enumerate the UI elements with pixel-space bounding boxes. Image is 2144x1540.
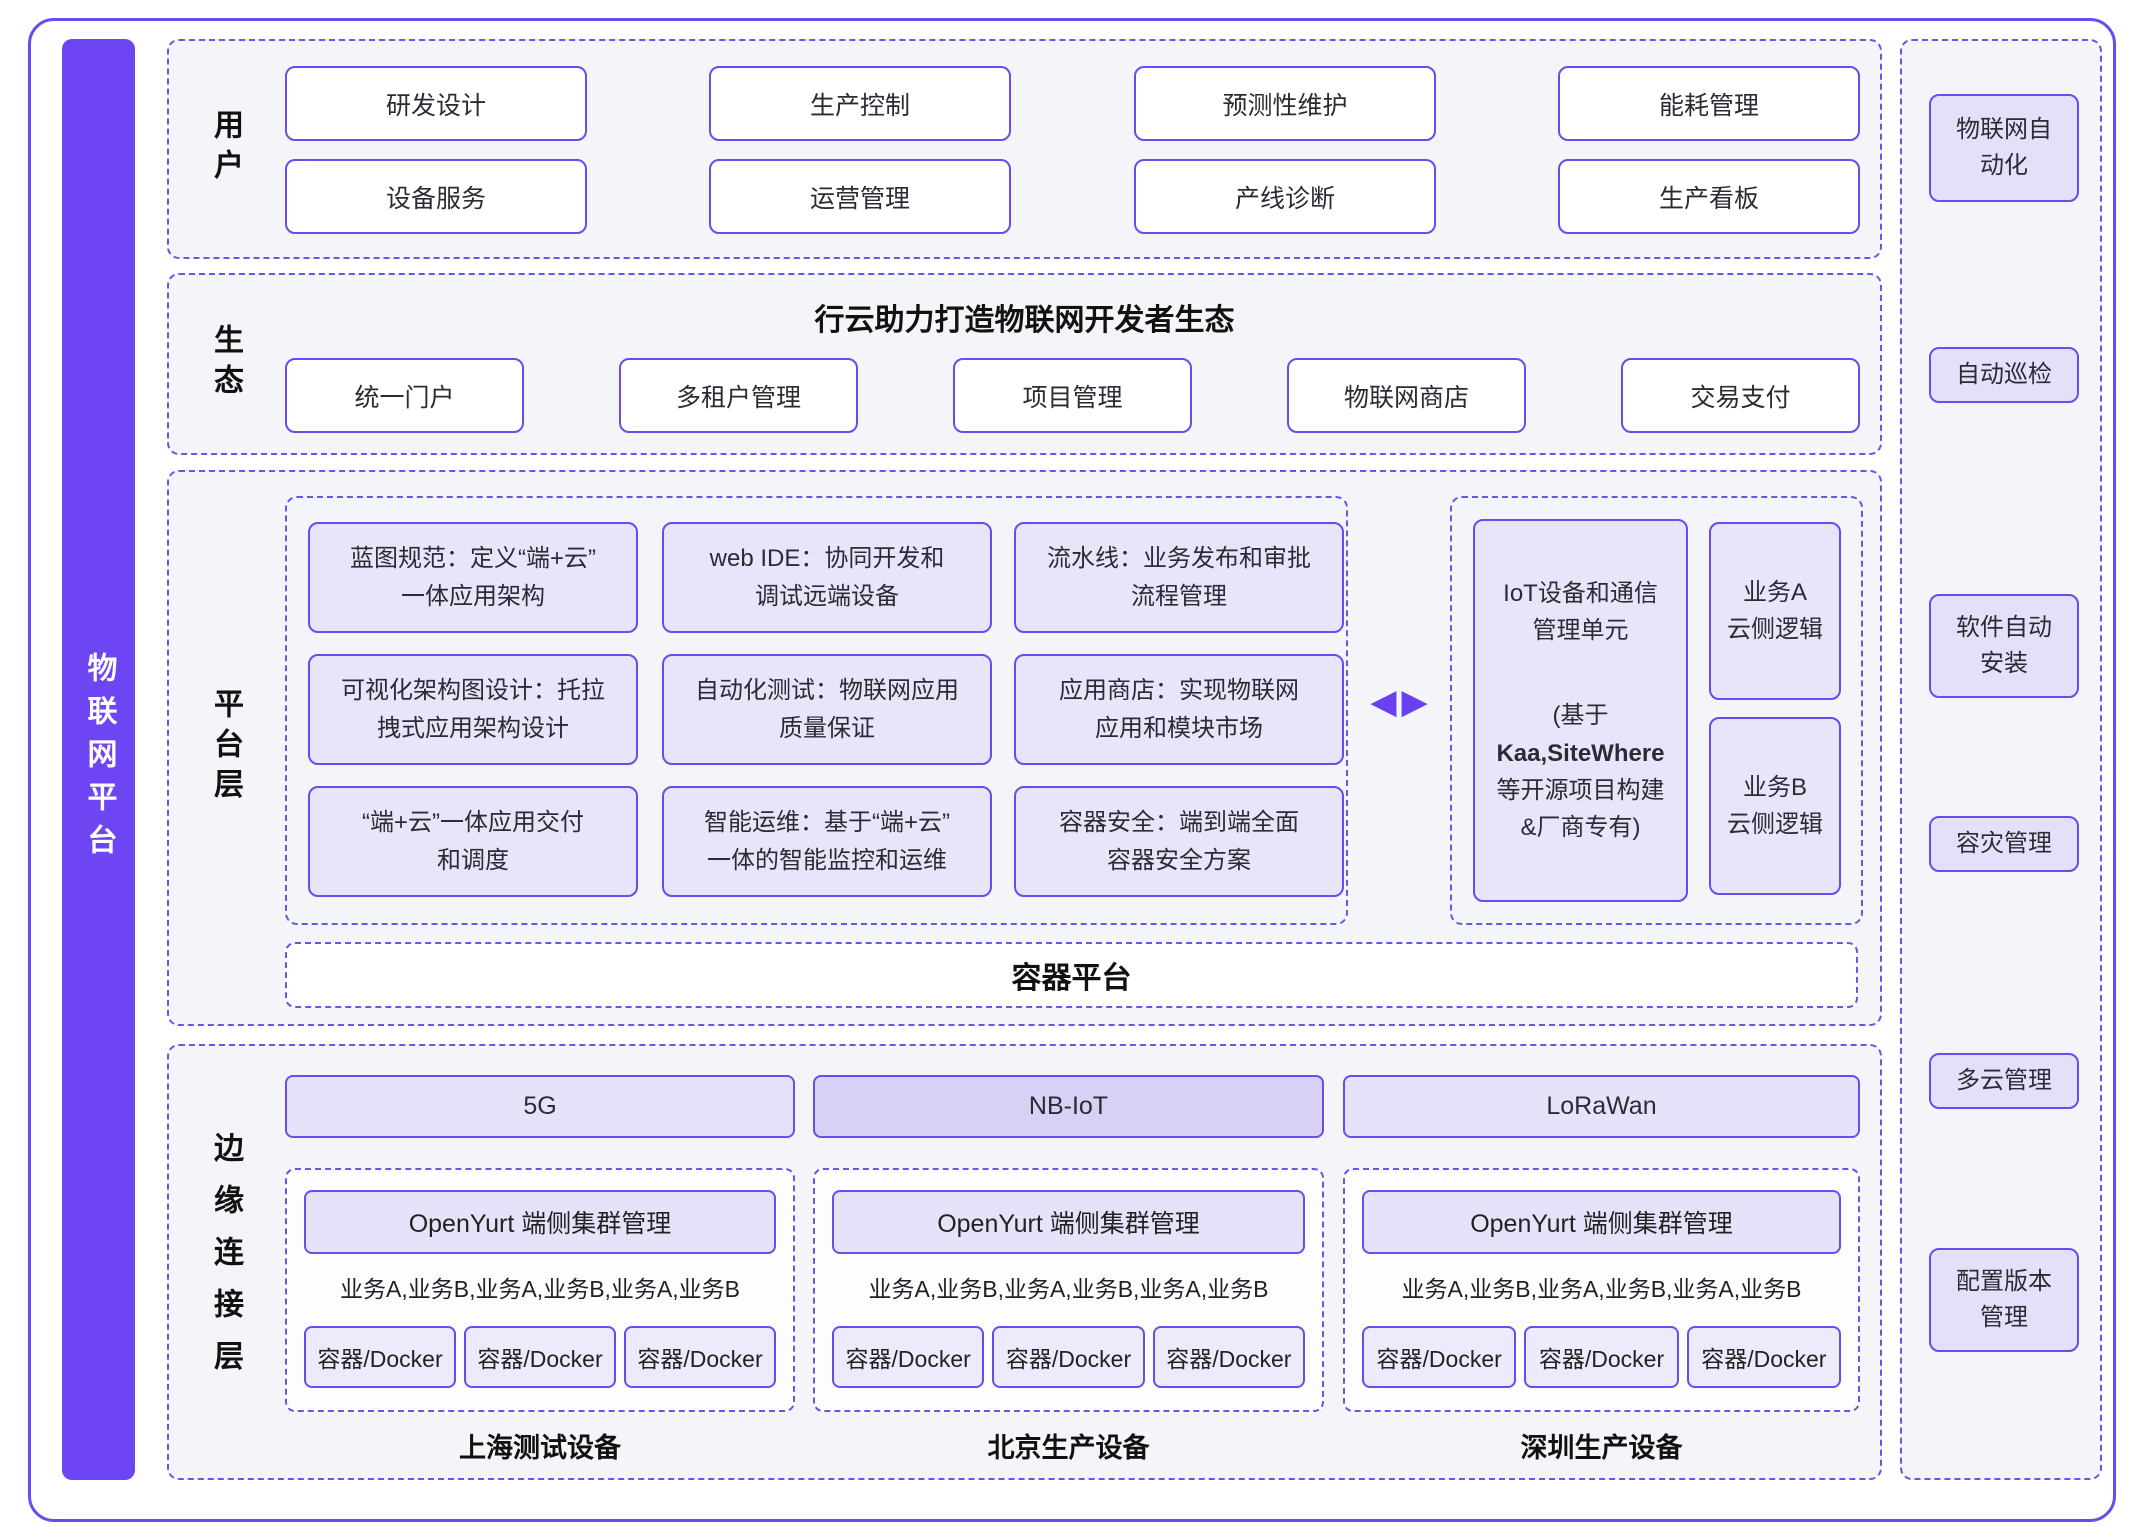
edge-label-wrap: 边缘连接层 <box>169 1046 281 1478</box>
device-group-beijing: OpenYurt 端侧集群管理 业务A,业务B,业务A,业务B,业务A,业务B … <box>813 1168 1324 1412</box>
right-arrow-icon: ▶ <box>1401 683 1428 721</box>
platform-label-wrap: 平台层 <box>169 472 281 1024</box>
section-platform: 平台层 蓝图规范：定义“端+云” 一体应用架构 web IDE：协同开发和 调试… <box>167 470 1882 1026</box>
platform-box-pipeline: 流水线：业务发布和审批 流程管理 <box>1014 522 1344 633</box>
eco-box-unified-portal: 统一门户 <box>285 358 524 433</box>
service-b-cloud-logic-box: 业务B 云侧逻辑 <box>1709 717 1841 895</box>
eco-box-project-mgmt: 项目管理 <box>953 358 1192 433</box>
platform-box-web-ide: web IDE：协同开发和 调试远端设备 <box>662 522 992 633</box>
openyurt-cluster-bar: OpenYurt 端侧集群管理 <box>1362 1190 1841 1254</box>
service-a-cloud-logic-box: 业务A 云侧逻辑 <box>1709 522 1841 700</box>
rail-box-auto-install: 软件自动 安装 <box>1929 594 2079 698</box>
platform-box-visual-arch: 可视化架构图设计：托拉 拽式应用架构设计 <box>308 654 638 765</box>
docker-box: 容器/Docker <box>992 1326 1145 1388</box>
platform-box-app-store: 应用商店：实现物联网 应用和模块市场 <box>1014 654 1344 765</box>
docker-row: 容器/Docker 容器/Docker 容器/Docker <box>304 1326 776 1388</box>
services-line: 业务A,业务B,业务A,业务B,业务A,业务B <box>868 1276 1269 1302</box>
left-arrow-icon: ◀ <box>1370 683 1397 721</box>
services-line: 业务A,业务B,业务A,业务B,业务A,业务B <box>340 1276 740 1302</box>
docker-box: 容器/Docker <box>1362 1326 1517 1388</box>
iot-unit-note-suffix: 等开源项目构建 &厂商专有) <box>1496 776 1665 841</box>
services-line: 业务A,业务B,业务A,业务B,业务A,业务B <box>1401 1276 1802 1302</box>
rail-box-auto-inspection: 自动巡检 <box>1929 347 2079 403</box>
docker-box: 容器/Docker <box>464 1326 616 1388</box>
container-platform-bar: 容器平台 <box>285 942 1858 1008</box>
users-label-wrap: 用户 <box>169 41 281 257</box>
docker-box: 容器/Docker <box>304 1326 456 1388</box>
rail-box-disaster-recovery: 容灾管理 <box>1929 816 2079 872</box>
eco-box-trade-payment: 交易支付 <box>1621 358 1860 433</box>
platform-box-blueprint: 蓝图规范：定义“端+云” 一体应用架构 <box>308 522 638 633</box>
rail-box-config-version: 配置版本 管理 <box>1929 1248 2079 1352</box>
user-box-prod-kanban: 生产看板 <box>1558 159 1860 234</box>
user-box-device-service: 设备服务 <box>285 159 587 234</box>
user-box-production-ctrl: 生产控制 <box>709 66 1011 141</box>
device-group-shenzhen: OpenYurt 端侧集群管理 业务A,业务B,业务A,业务B,业务A,业务B … <box>1343 1168 1860 1412</box>
platform-box-delivery: “端+云”一体应用交付 和调度 <box>308 786 638 897</box>
right-rail: 物联网自 动化 自动巡检 软件自动 安装 容灾管理 多云管理 配置版本 管理 <box>1900 39 2102 1480</box>
users-label: 用户 <box>209 109 242 189</box>
docker-row: 容器/Docker 容器/Docker 容器/Docker <box>1362 1326 1841 1388</box>
rail-box-multicloud-mgmt: 多云管理 <box>1929 1053 2079 1109</box>
ecosystem-title: 行云助力打造物联网开发者生态 <box>814 304 1235 337</box>
openyurt-cluster-bar: OpenYurt 端侧集群管理 <box>832 1190 1305 1254</box>
edge-label: 边缘连接层 <box>209 1132 242 1392</box>
docker-box: 容器/Docker <box>1524 1326 1679 1388</box>
rail-box-iot-automation: 物联网自 动化 <box>1929 94 2079 202</box>
iot-mgmt-unit-box: IoT设备和通信 管理单元 (基于 Kaa,SiteWhere 等开源项目构建 … <box>1473 519 1688 902</box>
ecosystem-label: 生态 <box>209 324 242 404</box>
caption-shenzhen: 深圳生产设备 <box>1520 1433 1683 1463</box>
platform-label: 平台层 <box>209 688 242 808</box>
user-box-predictive-maint: 预测性维护 <box>1134 66 1436 141</box>
section-users: 用户 研发设计 生产控制 预测性维护 能耗管理 设备服务 运营管理 产线诊断 生… <box>167 39 1882 259</box>
docker-box: 容器/Docker <box>1152 1326 1305 1388</box>
network-bar-5g: 5G <box>285 1075 795 1138</box>
platform-box-auto-test: 自动化测试：物联网应用 质量保证 <box>662 654 992 765</box>
openyurt-cluster-bar: OpenYurt 端侧集群管理 <box>304 1190 776 1254</box>
sidebar-title: 物联网平台 <box>82 652 116 867</box>
network-bar-lorawan: LoRaWan <box>1343 1075 1860 1138</box>
caption-shanghai: 上海测试设备 <box>459 1433 621 1463</box>
platform-box-container-sec: 容器安全：端到端全面 容器安全方案 <box>1014 786 1344 897</box>
iot-unit-note-prefix: (基于 <box>1552 702 1609 730</box>
ecosystem-label-wrap: 生态 <box>169 275 281 453</box>
user-box-energy-mgmt: 能耗管理 <box>1558 66 1860 141</box>
iot-mgmt-group: IoT设备和通信 管理单元 (基于 Kaa,SiteWhere 等开源项目构建 … <box>1450 496 1863 925</box>
docker-box: 容器/Docker <box>624 1326 776 1388</box>
user-box-line-diagnosis: 产线诊断 <box>1134 159 1436 234</box>
section-ecosystem: 生态 行云助力打造物联网开发者生态 统一门户 多租户管理 项目管理 物联网商店 … <box>167 273 1882 455</box>
platform-box-smart-ops: 智能运维：基于“端+云” 一体的智能监控和运维 <box>662 786 992 897</box>
platform-sidebar: 物联网平台 <box>62 39 135 1480</box>
eco-box-multi-tenant: 多租户管理 <box>619 358 858 433</box>
iot-unit-title: IoT设备和通信 管理单元 <box>1503 579 1658 645</box>
device-group-shanghai: OpenYurt 端侧集群管理 业务A,业务B,业务A,业务B,业务A,业务B … <box>285 1168 795 1412</box>
user-box-rd-design: 研发设计 <box>285 66 587 141</box>
docker-row: 容器/Docker 容器/Docker 容器/Docker <box>832 1326 1305 1388</box>
bidirectional-arrows: ◀ ▶ <box>1367 676 1431 728</box>
eco-box-iot-store: 物联网商店 <box>1287 358 1526 433</box>
user-box-ops-mgmt: 运营管理 <box>709 159 1011 234</box>
network-bar-nbiot: NB-IoT <box>813 1075 1324 1138</box>
docker-box: 容器/Docker <box>1686 1326 1841 1388</box>
section-edge: 边缘连接层 5G NB-IoT LoRaWan OpenYurt 端侧集群管理 … <box>167 1044 1882 1480</box>
caption-beijing: 北京生产设备 <box>987 1433 1150 1463</box>
iot-unit-note-projects: Kaa,SiteWhere <box>1496 739 1665 767</box>
platform-tools-group: 蓝图规范：定义“端+云” 一体应用架构 web IDE：协同开发和 调试远端设备… <box>285 496 1348 925</box>
docker-box: 容器/Docker <box>832 1326 985 1388</box>
